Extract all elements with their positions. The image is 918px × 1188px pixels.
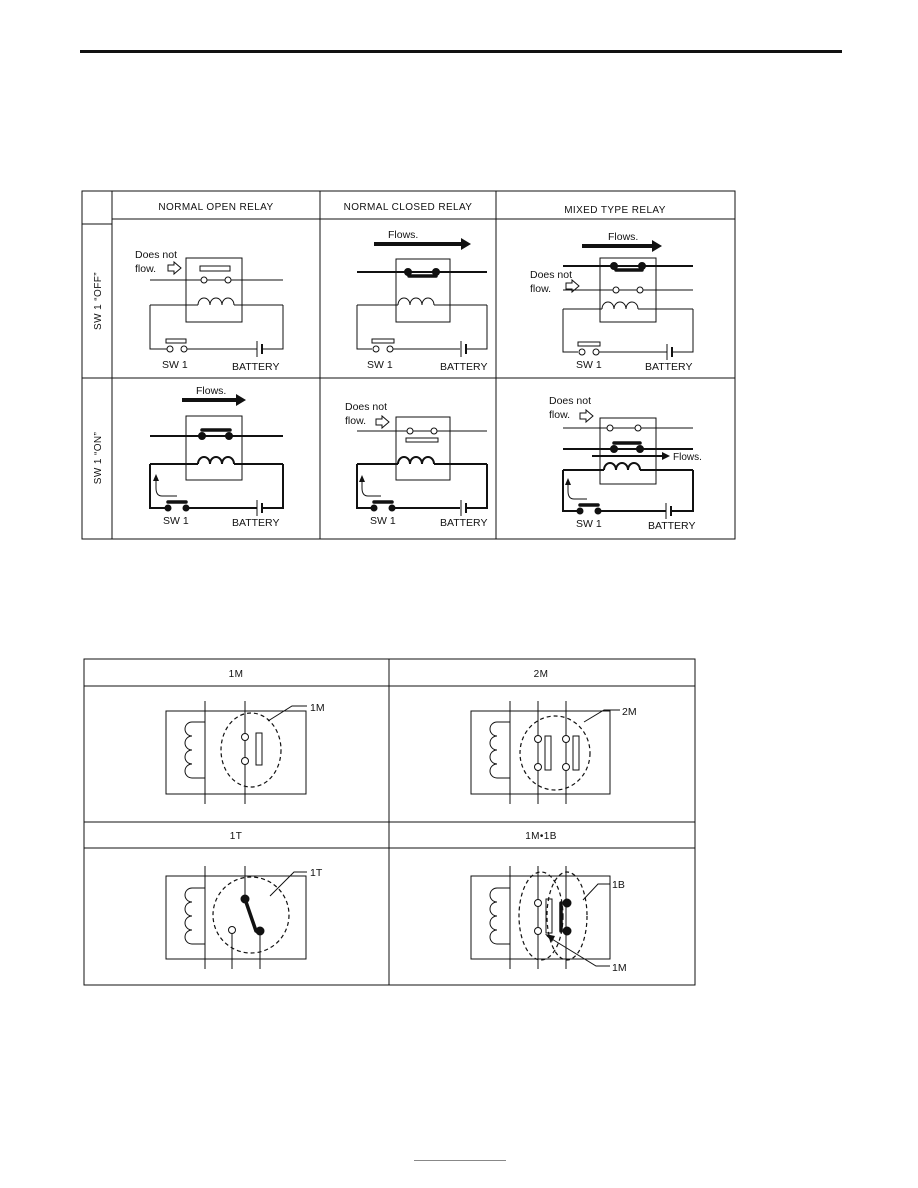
svg-text:Flows.: Flows. [196, 385, 226, 397]
svg-text:flow.: flow. [135, 263, 156, 275]
svg-text:1M: 1M [310, 702, 325, 714]
svg-text:SW 1: SW 1 [576, 518, 602, 530]
svg-text:BATTERY: BATTERY [232, 361, 279, 373]
arrow-outline-icon [167, 260, 182, 276]
row-header-on: SW 1 “ON” [93, 432, 104, 485]
svg-text:flow.: flow. [530, 283, 551, 295]
svg-text:SW 1: SW 1 [163, 515, 189, 527]
svg-text:Does not: Does not [549, 395, 591, 407]
cell-1t: 1T [165, 866, 323, 969]
header-normal-closed: NORMAL CLOSED RELAY [344, 202, 473, 213]
svg-text:Flows.: Flows. [608, 231, 638, 243]
cell-normal-closed-on: Does not flow. SW 1 BATTERY [345, 401, 488, 529]
svg-text:1T: 1T [310, 867, 323, 879]
svg-text:BATTERY: BATTERY [232, 517, 279, 529]
header-normal-open: NORMAL OPEN RELAY [158, 202, 273, 213]
header-1t: 1T [230, 831, 242, 842]
svg-text:Does not: Does not [345, 401, 387, 413]
svg-text:flow.: flow. [345, 415, 366, 427]
svg-text:BATTERY: BATTERY [648, 520, 695, 532]
svg-text:Does not: Does not [135, 249, 177, 261]
header-2m: 2M [534, 669, 549, 680]
svg-text:1M: 1M [612, 962, 627, 974]
cell-normal-closed-off: Flows. SW 1 BATTERY [356, 229, 488, 373]
cell-normal-open-off: Does not flow. SW 1 BATTERY [135, 249, 284, 373]
cell-2m: 2M [470, 701, 637, 804]
svg-text:Does not: Does not [530, 269, 572, 281]
cell-1m: 1M [165, 701, 325, 804]
svg-text:BATTERY: BATTERY [440, 361, 487, 373]
cell-mixed-on: Flows. Does not flow. SW 1 BATTERY [549, 395, 702, 532]
flow-arrow-icon [374, 238, 471, 250]
header-mixed-type: MIXED TYPE RELAY [564, 205, 666, 216]
relay-contact-types-table: 1M 2M 1T 1M•1B 1M [83, 658, 696, 986]
cell-mixed-off: Flows. Does not flow. SW 1 BATTERY [530, 231, 694, 373]
svg-text:flow.: flow. [549, 409, 570, 421]
svg-text:SW 1: SW 1 [162, 359, 188, 371]
header-1m1b: 1M•1B [525, 831, 557, 842]
svg-text:SW 1: SW 1 [367, 359, 393, 371]
svg-text:BATTERY: BATTERY [440, 517, 487, 529]
svg-text:Flows.: Flows. [388, 229, 418, 241]
header-1m: 1M [229, 669, 244, 680]
svg-text:1B: 1B [612, 879, 625, 891]
cell-1m1b: 1B 1M [470, 866, 627, 974]
svg-text:2M: 2M [622, 706, 637, 718]
svg-text:SW 1: SW 1 [576, 359, 602, 371]
relay-operation-table: NORMAL OPEN RELAY NORMAL CLOSED RELAY MI… [81, 190, 736, 540]
svg-text:BATTERY: BATTERY [645, 361, 692, 373]
svg-text:SW 1: SW 1 [370, 515, 396, 527]
footer-line [414, 1160, 506, 1161]
row-header-off: SW 1 “OFF” [93, 272, 104, 330]
cell-normal-open-on: Flows. SW 1 BATTERY [149, 385, 284, 529]
top-rule [80, 50, 842, 53]
svg-text:Flows.: Flows. [673, 452, 702, 463]
